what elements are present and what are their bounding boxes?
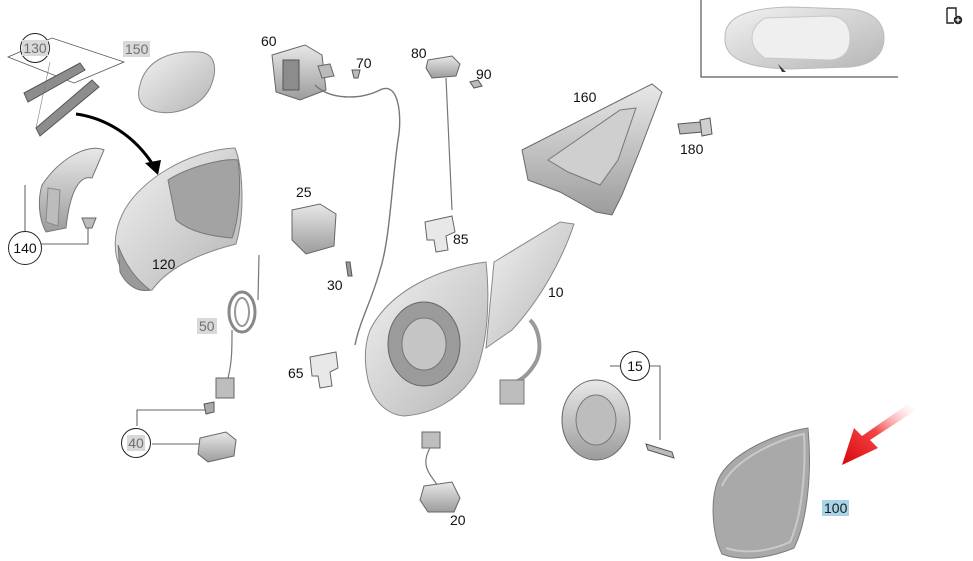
callout-85: 85 <box>453 231 469 247</box>
callout-65: 65 <box>288 365 304 381</box>
callout-90: 90 <box>476 66 492 82</box>
part-180-screw <box>677 117 713 137</box>
callout-10: 10 <box>548 284 564 300</box>
callout-120: 120 <box>152 256 176 272</box>
part-150-mirror-cap <box>138 51 216 114</box>
part-140-turn-signal <box>24 147 105 245</box>
part-160-mount-bracket <box>521 83 663 216</box>
callout-140: 140 <box>8 231 42 265</box>
callout-15: 15 <box>620 351 650 381</box>
callout-130: 130 <box>20 33 50 63</box>
callout-160: 160 <box>573 89 597 105</box>
callout-80: 80 <box>411 45 427 61</box>
callout-150: 150 <box>123 41 151 57</box>
part-10-mirror-base <box>364 221 575 417</box>
callout-100: 100 <box>822 500 850 516</box>
assembly-arrow-head <box>145 160 161 175</box>
highlight-arrow <box>842 404 916 465</box>
part-130-trim-strips <box>6 37 126 137</box>
part-25-actuator <box>291 203 353 277</box>
part-80-sensor <box>425 55 483 211</box>
assembly-arrow <box>75 112 157 169</box>
callout-20: 20 <box>450 512 466 528</box>
vehicle-thumbnail <box>700 0 898 78</box>
add-to-list-icon[interactable] <box>945 7 963 25</box>
part-85-seal <box>424 215 456 253</box>
part-60-folding-motor <box>271 44 401 346</box>
callout-25: 25 <box>296 184 312 200</box>
part-20-harness <box>419 431 461 513</box>
callout-40: 40 <box>121 428 151 458</box>
callout-180: 180 <box>680 141 704 157</box>
part-65-seal <box>309 351 339 389</box>
part-50-cable-harness <box>215 254 260 399</box>
part-100-mirror-glass <box>712 427 810 559</box>
part-120-mirror-housing <box>114 147 243 291</box>
callout-50: 50 <box>197 318 217 334</box>
callout-60: 60 <box>261 33 277 49</box>
callout-70: 70 <box>356 55 372 71</box>
part-40-connector <box>136 401 237 463</box>
part-15-adjust-motor <box>561 365 675 461</box>
callout-30: 30 <box>327 277 343 293</box>
